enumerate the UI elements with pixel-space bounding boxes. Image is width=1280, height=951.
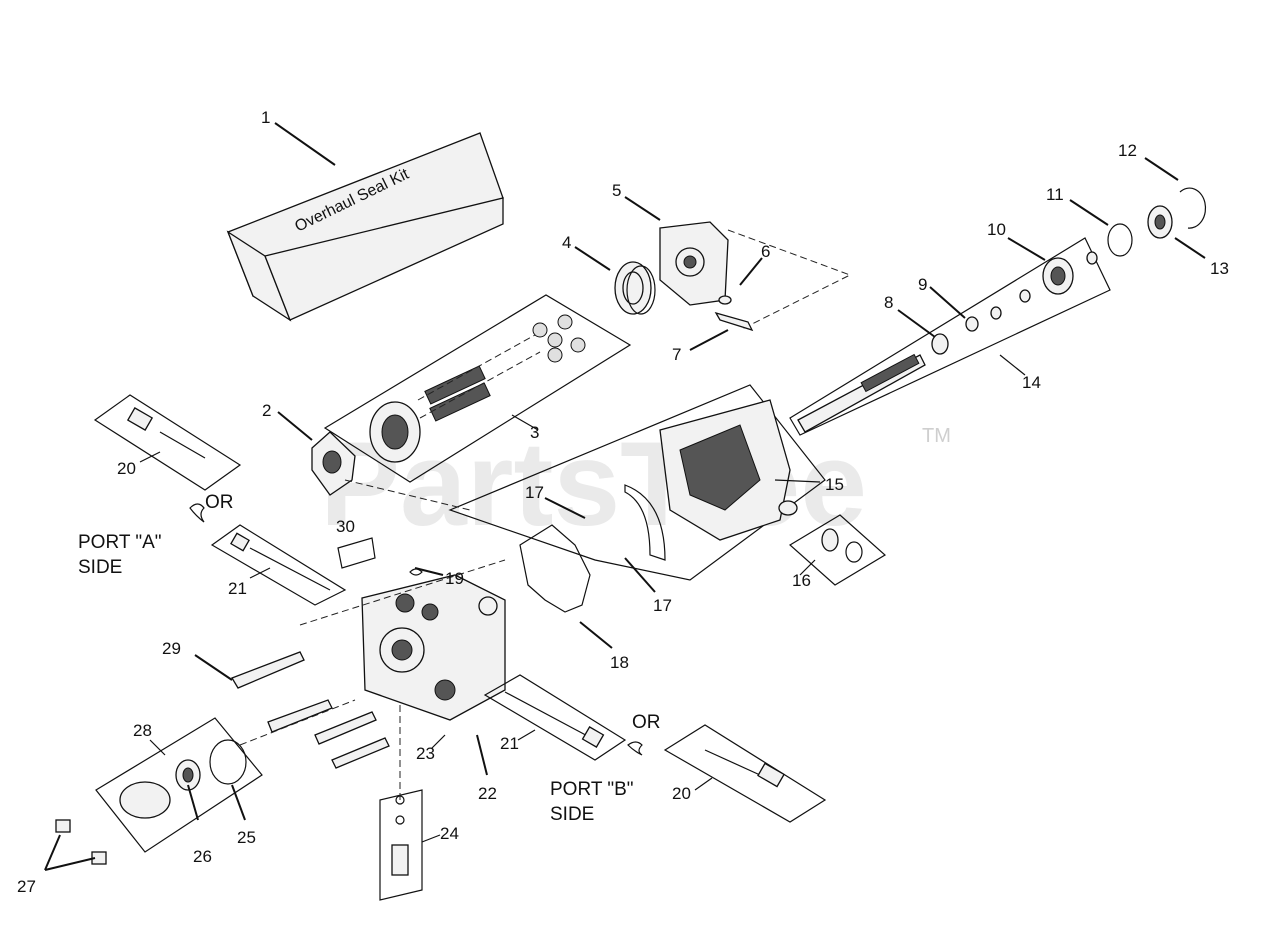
callout-7[interactable]: 7: [672, 345, 681, 364]
callout-2[interactable]: 2: [262, 401, 271, 420]
callout-18[interactable]: 18: [610, 653, 629, 672]
part-24-bypass-valve[interactable]: [379, 789, 423, 901]
part-23-center-section[interactable]: [361, 574, 506, 721]
callout-28[interactable]: 28: [133, 721, 152, 740]
callout-30[interactable]: 30: [336, 517, 355, 536]
or-label-upper: OR: [205, 492, 234, 513]
callout-21-left[interactable]: 21: [228, 579, 247, 598]
port-b-label-line1: PORT "B": [550, 779, 634, 800]
callout-11[interactable]: 11: [1046, 185, 1064, 204]
port-b-label-line2: SIDE: [550, 804, 594, 825]
part-4-shaft-seal[interactable]: [614, 261, 656, 315]
watermark-trademark: TM: [922, 425, 951, 447]
callout-20-upper[interactable]: 20: [117, 459, 136, 478]
callout-9[interactable]: 9: [918, 275, 927, 294]
callout-17-upper[interactable]: 17: [525, 483, 544, 502]
callout-22[interactable]: 22: [478, 784, 497, 803]
callout-5[interactable]: 5: [612, 181, 621, 200]
callout-14[interactable]: 14: [1022, 373, 1041, 392]
part-14-input-shaft-assembly[interactable]: [789, 187, 1207, 436]
part-27-screws[interactable]: [55, 819, 107, 865]
part-15-main-housing[interactable]: [448, 384, 826, 581]
callout-26[interactable]: 26: [193, 847, 212, 866]
part-30-detent-kit[interactable]: [337, 537, 376, 569]
callout-21-right[interactable]: 21: [500, 734, 519, 753]
part-3-cylinder-block[interactable]: [323, 294, 632, 483]
part-1-seal-kit-box[interactable]: Overhaul Seal Kit: [226, 132, 504, 322]
part-20-check-valve-upper[interactable]: [93, 394, 242, 491]
callout-3[interactable]: 3: [530, 423, 539, 442]
callout-24[interactable]: 24: [440, 824, 459, 843]
part-6-7-trunnion-pin[interactable]: [714, 295, 754, 332]
callout-13[interactable]: 13: [1210, 259, 1229, 278]
part-28-charge-pump-cover[interactable]: [95, 717, 263, 853]
callout-25[interactable]: 25: [237, 828, 256, 847]
callout-6[interactable]: 6: [761, 242, 770, 261]
part-18-gasket[interactable]: [519, 524, 591, 613]
part-21-relief-valve-right[interactable]: [483, 674, 627, 761]
callout-1[interactable]: 1: [261, 108, 270, 127]
part-20-check-valve-lower[interactable]: [663, 724, 827, 823]
callout-10[interactable]: 10: [987, 220, 1006, 239]
port-a-label-line1: PORT "A": [78, 532, 162, 553]
callout-8[interactable]: 8: [884, 293, 893, 312]
callout-23[interactable]: 23: [416, 744, 435, 763]
callout-16[interactable]: 16: [792, 571, 811, 590]
port-a-label-line2: SIDE: [78, 557, 122, 578]
callout-27[interactable]: 27: [17, 877, 36, 896]
callout-20-lower[interactable]: 20: [672, 784, 691, 803]
callout-12[interactable]: 12: [1118, 141, 1137, 160]
callout-4[interactable]: 4: [562, 233, 571, 252]
part-2-swash-plate[interactable]: [311, 431, 356, 496]
part-5-end-cap[interactable]: [659, 221, 729, 306]
part-21-relief-valve-left[interactable]: [210, 524, 347, 606]
bolts[interactable]: [231, 651, 390, 769]
part-16-seal-kit[interactable]: [788, 514, 887, 586]
or-label-lower: OR: [632, 712, 661, 733]
callout-19[interactable]: 19: [445, 569, 464, 588]
callout-29[interactable]: 29: [162, 639, 181, 658]
callout-15[interactable]: 15: [825, 475, 844, 494]
callout-17-lower[interactable]: 17: [653, 596, 672, 615]
part-19-clip[interactable]: [409, 568, 423, 576]
